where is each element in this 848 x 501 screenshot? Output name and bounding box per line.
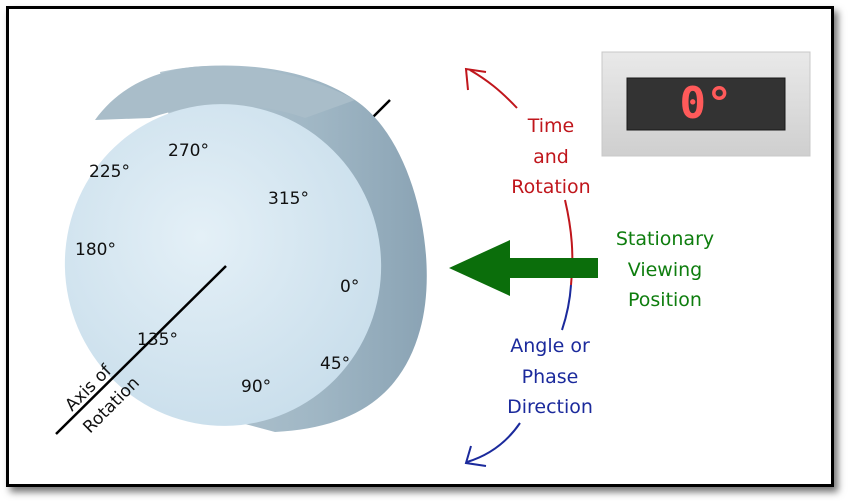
position-label: Position: [628, 289, 702, 311]
angle-label-315: 315°: [268, 189, 309, 209]
rotation-label: Rotation: [511, 176, 590, 198]
angle-label-45: 45°: [320, 354, 350, 374]
red-arrowhead-icon: [464, 67, 487, 91]
angle-label-225: 225°: [89, 162, 130, 182]
angle-label-180: 180°: [75, 240, 116, 260]
time-rotation-arrow: [469, 69, 518, 109]
angle-label-90: 90°: [241, 377, 271, 397]
disc-rim: [95, 65, 355, 120]
axis-line-front: [55, 265, 227, 435]
angle-label-0: 0°: [340, 277, 359, 297]
stationary-label: Stationary: [616, 228, 714, 250]
angle-direction-arrow: [466, 422, 521, 463]
blue-arrow-upper: [561, 284, 572, 331]
lcd-screen: [626, 77, 786, 131]
angle-or-label: Angle or: [510, 335, 590, 357]
viewing-label: Viewing: [628, 259, 702, 281]
viewing-direction-arrow: [449, 240, 598, 296]
phase-label: Phase: [522, 366, 579, 388]
angle-label-135: 135°: [137, 330, 178, 350]
blue-arrowhead-icon: [464, 445, 487, 467]
lcd-readout: 0°: [680, 78, 733, 129]
and-label: and: [533, 146, 569, 168]
time-label: Time: [527, 115, 575, 137]
direction-label: Direction: [507, 396, 593, 418]
angle-label-270: 270°: [168, 141, 209, 161]
